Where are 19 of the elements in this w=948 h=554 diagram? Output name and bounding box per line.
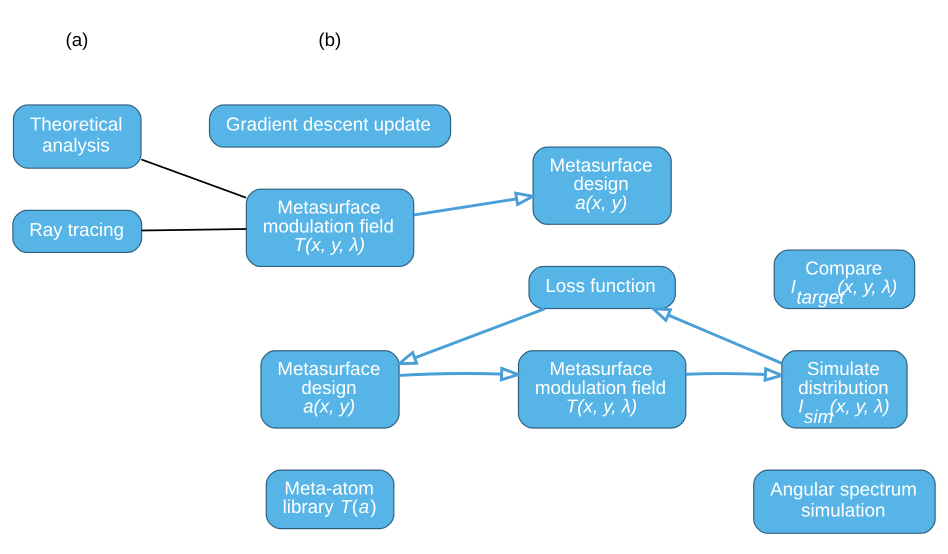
- connector: [141, 158, 246, 198]
- arrow: [395, 307, 546, 366]
- node-box: Ray tracing: [12, 210, 142, 253]
- node-box: Metasurface design a(x, y): [260, 350, 400, 429]
- arrow: [399, 366, 522, 382]
- node-box: Loss function: [528, 266, 676, 310]
- label: (b): [318, 29, 342, 50]
- arrow: [648, 306, 782, 365]
- node-box: Angular spectrum simulation: [753, 470, 936, 534]
- arrow: [686, 366, 786, 382]
- arrow: [414, 191, 538, 216]
- node-box: Theoretical analysis: [12, 104, 142, 169]
- node-box: Metasurface design a(x, y): [532, 146, 672, 225]
- node-box: Metasurface modulation field T(x, y, λ): [518, 350, 686, 429]
- node-box: Gradient descent update: [208, 104, 452, 148]
- node-box: Metasurface modulation field T(x, y, λ): [246, 188, 414, 268]
- connector: [142, 228, 246, 232]
- node-box: Meta-atom library T(a): [266, 470, 394, 530]
- label: (a): [66, 29, 88, 50]
